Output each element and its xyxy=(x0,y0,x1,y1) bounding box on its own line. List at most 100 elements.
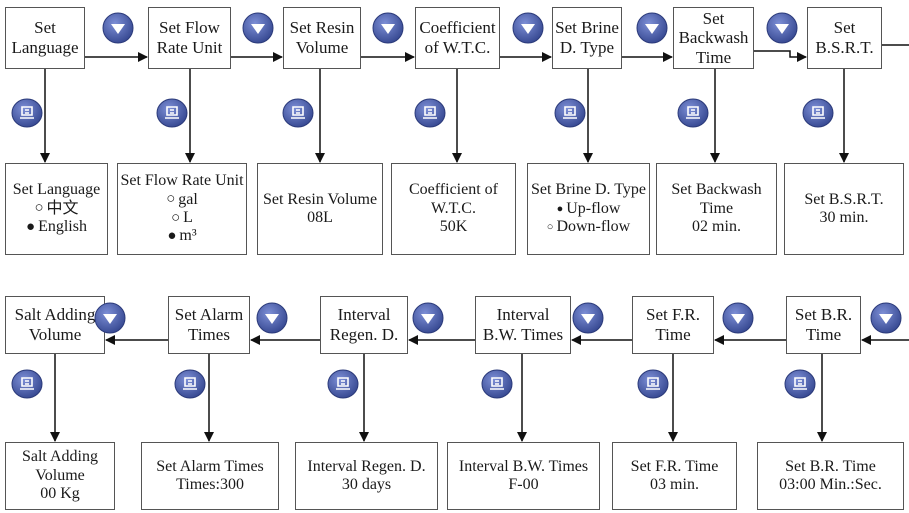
option-chinese: ○ 中文 xyxy=(34,200,78,218)
box-set-br-time: Set B.R. Time xyxy=(786,296,861,354)
screen-title: Set Alarm Times xyxy=(156,457,264,475)
box-set-fr-time: Set F.R. Time xyxy=(632,296,714,354)
menu-button-icon xyxy=(156,98,188,128)
option-label: gal xyxy=(178,190,198,208)
menu-button-icon xyxy=(282,98,314,128)
menu-button-icon xyxy=(554,98,586,128)
label: Set Alarm xyxy=(174,305,244,325)
screen-title: Coefficient of xyxy=(408,181,498,199)
radio-empty-icon: ○ xyxy=(166,191,176,208)
screen-title: Set Brine D. Type xyxy=(530,181,646,199)
radio-empty-icon: ○ xyxy=(34,200,44,217)
label: Set Brine xyxy=(555,18,619,38)
screen-set-bsrt: Set B.S.R.T. 30 min. xyxy=(784,163,904,255)
down-arrow-button-icon xyxy=(102,12,134,44)
screen-set-brine-type: Set Brine D. Type ● Up-flow ○ Down-flow xyxy=(527,163,650,255)
down-arrow-button-icon xyxy=(870,302,902,334)
label: Salt Adding xyxy=(14,305,96,325)
option-label: Up-flow xyxy=(566,199,621,217)
screen-value: 00 Kg xyxy=(40,485,80,503)
screen-interval-bw-times: Interval B.W. Times F-00 xyxy=(447,442,600,510)
label: B.W. Times xyxy=(482,325,564,344)
label: Interval xyxy=(337,305,391,325)
box-salt-adding-volume: Salt Adding Volume xyxy=(5,296,105,354)
box-set-language: Set Language xyxy=(5,7,85,69)
screen-value: 08L xyxy=(307,209,333,226)
screen-interval-regen-days: Interval Regen. D. 30 days xyxy=(295,442,438,510)
option-label: English xyxy=(38,218,87,236)
screen-title: Volume xyxy=(35,466,85,484)
screen-value: 03:00 Min.:Sec. xyxy=(779,476,882,493)
screen-value: 03 min. xyxy=(650,476,699,493)
radio-empty-icon: ○ xyxy=(546,221,554,234)
down-arrow-button-icon xyxy=(766,12,798,44)
menu-button-icon xyxy=(637,369,669,399)
screen-title: Set Flow Rate Unit xyxy=(120,172,244,190)
screen-title: Set F.R. Time xyxy=(630,457,719,475)
screen-salt-adding-volume: Salt Adding Volume 00 Kg xyxy=(5,442,115,510)
label: Coefficient xyxy=(419,18,496,38)
screen-coefficient-wtc: Coefficient of W.T.C. 50K xyxy=(391,163,516,255)
box-set-brine-type: Set Brine D. Type xyxy=(552,7,622,69)
option-label: Down-flow xyxy=(556,218,631,236)
label: Times xyxy=(188,325,230,344)
box-interval-bw-times: Interval B.W. Times xyxy=(475,296,571,354)
label: Set Flow xyxy=(159,18,220,38)
down-arrow-button-icon xyxy=(636,12,668,44)
menu-button-icon xyxy=(481,369,513,399)
label: Time xyxy=(655,325,691,344)
option-l: ○ L xyxy=(171,209,193,227)
down-arrow-button-icon xyxy=(512,12,544,44)
menu-button-icon xyxy=(677,98,709,128)
down-arrow-button-icon xyxy=(372,12,404,44)
screen-value: F-00 xyxy=(508,476,539,493)
screen-title: Set Resin Volume xyxy=(262,190,378,208)
screen-value: 50K xyxy=(439,218,468,236)
down-arrow-button-icon xyxy=(722,302,754,334)
screen-set-backwash-time: Set Backwash Time 02 min. xyxy=(656,163,777,255)
radio-filled-icon: ● xyxy=(167,227,177,244)
option-label: L xyxy=(183,209,193,226)
box-set-flow-rate-unit: Set Flow Rate Unit xyxy=(148,7,231,69)
arrow xyxy=(754,50,807,62)
radio-filled-icon: ● xyxy=(556,202,564,215)
label: Rate Unit xyxy=(156,38,223,57)
screen-title: Set B.R. Time xyxy=(785,457,876,475)
menu-button-icon xyxy=(11,369,43,399)
option-english: ● English xyxy=(26,218,87,236)
screen-title: Set B.S.R.T. xyxy=(804,190,884,208)
label: Backwash xyxy=(678,28,749,48)
label: Volume xyxy=(28,325,82,344)
menu-button-icon xyxy=(174,369,206,399)
screen-value: 30 min. xyxy=(819,209,869,226)
label: Set xyxy=(702,8,725,28)
screen-set-resin-volume: Set Resin Volume 08L xyxy=(257,163,383,255)
radio-filled-icon: ● xyxy=(26,218,36,235)
screen-set-br-time: Set B.R. Time 03:00 Min.:Sec. xyxy=(757,442,904,510)
screen-set-flow-rate-unit: Set Flow Rate Unit ○ gal ○ L ● m³ xyxy=(117,163,247,255)
label: of W.T.C. xyxy=(424,38,491,57)
screen-set-fr-time: Set F.R. Time 03 min. xyxy=(612,442,737,510)
radio-empty-icon: ○ xyxy=(171,209,181,226)
down-arrow-button-icon xyxy=(412,302,444,334)
option-gal: ○ gal xyxy=(166,191,198,209)
label: Set F.R. xyxy=(646,305,700,325)
screen-value: Times:300 xyxy=(176,476,244,493)
menu-button-icon xyxy=(327,369,359,399)
option-label: m³ xyxy=(179,227,197,245)
label: Volume xyxy=(295,38,349,57)
label: B.S.R.T. xyxy=(815,38,874,57)
box-set-resin-volume: Set Resin Volume xyxy=(283,7,361,69)
label: Set Resin xyxy=(289,18,355,38)
screen-title: Interval B.W. Times xyxy=(458,457,589,475)
label: Set xyxy=(833,18,856,38)
label: D. Type xyxy=(559,38,615,57)
box-set-bsrt: Set B.S.R.T. xyxy=(807,7,882,69)
label: Interval xyxy=(496,305,550,325)
label: Time xyxy=(695,47,732,67)
down-arrow-button-icon xyxy=(572,302,604,334)
label: Set B.R. xyxy=(794,305,853,325)
down-arrow-button-icon xyxy=(256,302,288,334)
option-m3: ● m³ xyxy=(167,227,196,245)
